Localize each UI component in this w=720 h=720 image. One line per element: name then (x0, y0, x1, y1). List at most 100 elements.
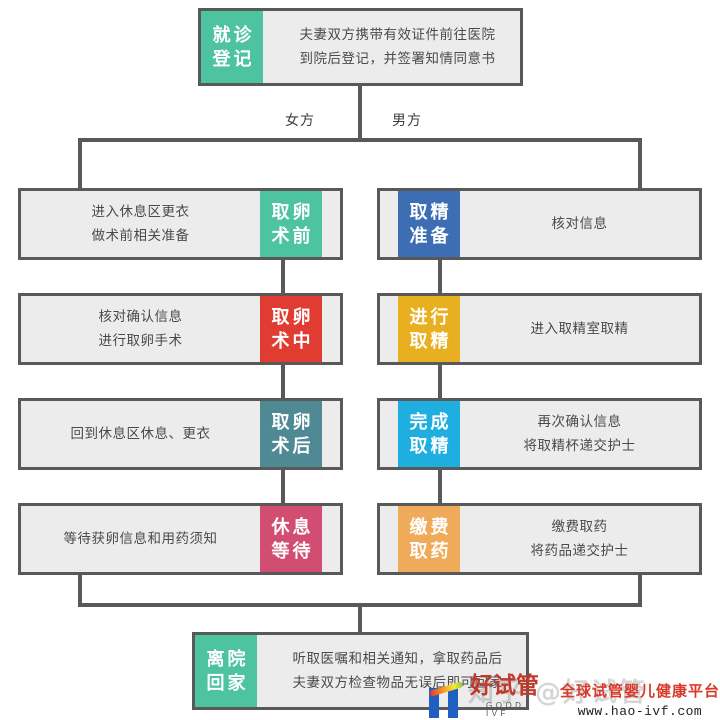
connector-left-3-4 (281, 468, 285, 505)
desc-line-1: 进入取精室取精 (530, 321, 629, 337)
desc-line-1: 缴费取药 (551, 519, 608, 535)
tag-spacer (322, 401, 340, 467)
desc-line-2: 将取精杯递交护士 (523, 438, 636, 453)
node-sperm-done-desc: 再次确认信息 将取精杯递交护士 (460, 401, 699, 467)
connector-right-2-3 (438, 363, 442, 400)
tag-line-1: 完成 (409, 411, 452, 432)
connector-branch-bar (78, 138, 642, 142)
connector-left-1-2 (281, 258, 285, 295)
desc-line-1: 核对信息 (551, 216, 608, 232)
node-egg-retrieval-post-desc: 回到休息区休息、更衣 (21, 401, 260, 467)
logo-bar-left (429, 688, 439, 718)
node-registration-tag: 就诊 登记 (201, 11, 263, 83)
tag-line-2: 准备 (409, 226, 452, 246)
tag-line-1: 缴费 (409, 516, 452, 537)
node-leave-hospital-desc: 听取医嘱和相关通知，拿取药品后 夫妻双方检查物品无误后即可回家 (269, 635, 526, 707)
tag-line-1: 离院 (206, 648, 249, 669)
node-payment-medicine-tag: 缴费 取药 (398, 506, 460, 572)
node-egg-retrieval-pre-desc: 进入休息区更衣 做术前相关准备 (21, 191, 260, 257)
desc-line-1: 夫妻双方携带有效证件前往医院 (299, 27, 496, 43)
desc-line-2: 到院后登记，并签署知情同意书 (299, 51, 496, 66)
connector-left-merge-drop (78, 573, 82, 607)
desc-line-1: 再次确认信息 (537, 414, 622, 430)
desc-line-2: 将药品递交护士 (530, 543, 629, 558)
tag-line-2: 登记 (212, 49, 255, 69)
connector-bottom-stem (358, 603, 362, 635)
desc-line-2: 进行取卵手术 (98, 333, 183, 348)
tag-spacer (380, 296, 398, 362)
node-sperm-collect-desc: 进入取精室取精 (460, 296, 699, 362)
connector-right-1-2 (438, 258, 442, 295)
tag-spacer (380, 401, 398, 467)
connector-right-drop (638, 138, 642, 190)
tag-spacer (322, 191, 340, 257)
node-egg-retrieval-during-desc: 核对确认信息 进行取卵手术 (21, 296, 260, 362)
logo-bar-right (448, 688, 458, 718)
node-egg-retrieval-during-tag: 取卵 术中 (260, 296, 322, 362)
tag-spacer (380, 506, 398, 572)
node-payment-medicine[interactable]: 缴费 取药 缴费取药 将药品递交护士 (377, 503, 702, 575)
tag-line-2: 回家 (206, 673, 249, 693)
node-sperm-prep[interactable]: 取精 准备 核对信息 (377, 188, 702, 260)
tag-spacer (322, 506, 340, 572)
node-leave-hospital-tag: 离院 回家 (195, 635, 257, 707)
node-sperm-done[interactable]: 完成 取精 再次确认信息 将取精杯递交护士 (377, 398, 702, 470)
tag-line-2: 等待 (271, 541, 314, 561)
logo-name-en: GOOD IVF (486, 701, 525, 718)
node-rest-wait-tag: 休息 等待 (260, 506, 322, 572)
tag-line-1: 取卵 (271, 306, 314, 327)
connector-right-merge-drop (638, 573, 642, 607)
logo-swoosh (429, 681, 464, 697)
tag-line-2: 术后 (271, 436, 314, 456)
logo-text-block: 好试管 GOOD IVF (470, 675, 550, 718)
node-egg-retrieval-pre[interactable]: 进入休息区更衣 做术前相关准备 取卵 术前 (18, 188, 343, 260)
branch-label-female: 女方 (285, 112, 315, 128)
tag-line-1: 取卵 (271, 411, 314, 432)
tag-line-2: 取精 (409, 331, 452, 351)
connector-left-2-3 (281, 363, 285, 400)
logo-mark-icon (428, 681, 464, 718)
node-egg-retrieval-post[interactable]: 回到休息区休息、更衣 取卵 术后 (18, 398, 343, 470)
node-egg-retrieval-post-tag: 取卵 术后 (260, 401, 322, 467)
connector-left-drop (78, 138, 82, 190)
tag-spacer (322, 296, 340, 362)
desc-line-2: 做术前相关准备 (91, 228, 190, 243)
node-rest-wait[interactable]: 等待获卵信息和用药须知 休息 等待 (18, 503, 343, 575)
node-rest-wait-desc: 等待获卵信息和用药须知 (21, 506, 260, 572)
node-sperm-prep-desc: 核对信息 (460, 191, 699, 257)
desc-line-1: 听取医嘱和相关通知，拿取药品后 (292, 651, 503, 667)
node-leave-hospital[interactable]: 离院 回家 听取医嘱和相关通知，拿取药品后 夫妻双方检查物品无误后即可回家 (192, 632, 529, 710)
desc-line-1: 进入休息区更衣 (91, 204, 190, 220)
branch-label-male: 男方 (392, 112, 422, 128)
logo-tagline-block: 全球试管婴儿健康平台 www.hao-ivf.com (559, 682, 720, 719)
tag-line-2: 术前 (271, 226, 314, 246)
logo-url: www.hao-ivf.com (577, 704, 703, 719)
desc-line-1: 核对确认信息 (98, 309, 183, 325)
node-registration-desc: 夫妻双方携带有效证件前往医院 到院后登记，并签署知情同意书 (275, 11, 520, 83)
desc-line-1: 等待获卵信息和用药须知 (63, 531, 218, 547)
connector-top-stem (358, 86, 362, 142)
logo-tagline: 全球试管婴儿健康平台 (559, 682, 720, 700)
tag-spacer (257, 635, 269, 707)
node-sperm-collect-tag: 进行 取精 (398, 296, 460, 362)
node-sperm-done-tag: 完成 取精 (398, 401, 460, 467)
tag-line-2: 取精 (409, 436, 452, 456)
node-payment-medicine-desc: 缴费取药 将药品递交护士 (460, 506, 699, 572)
tag-line-2: 取药 (409, 541, 452, 561)
tag-line-1: 取卵 (271, 201, 314, 222)
tag-spacer (380, 191, 398, 257)
node-egg-retrieval-during[interactable]: 核对确认信息 进行取卵手术 取卵 术中 (18, 293, 343, 365)
tag-line-1: 进行 (409, 306, 452, 327)
tag-spacer (263, 11, 275, 83)
tag-line-2: 术中 (271, 331, 314, 351)
logo-name-cn: 好试管 (470, 673, 539, 699)
tag-line-1: 取精 (409, 201, 452, 222)
node-sperm-collect[interactable]: 进行 取精 进入取精室取精 (377, 293, 702, 365)
desc-line-1: 回到休息区休息、更衣 (70, 426, 211, 442)
brand-logo: 好试管 GOOD IVF 全球试管婴儿健康平台 www.hao-ivf.com (428, 675, 720, 718)
node-registration[interactable]: 就诊 登记 夫妻双方携带有效证件前往医院 到院后登记，并签署知情同意书 (198, 8, 523, 86)
node-sperm-prep-tag: 取精 准备 (398, 191, 460, 257)
connector-right-3-4 (438, 468, 442, 505)
tag-line-1: 休息 (271, 516, 314, 537)
